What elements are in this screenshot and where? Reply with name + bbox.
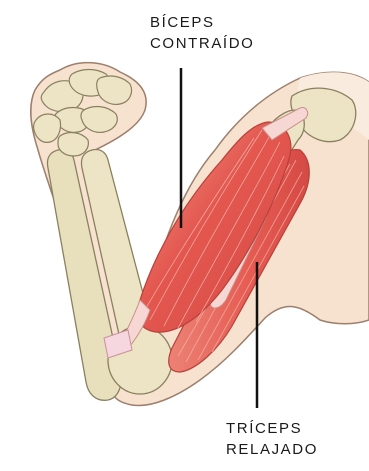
biceps-label-line1: BÍCEPS bbox=[150, 12, 254, 33]
triceps-label: TRÍCEPS RELAJADO bbox=[226, 418, 318, 460]
triceps-label-line1: TRÍCEPS bbox=[226, 418, 318, 439]
biceps-label-line2: CONTRAÍDO bbox=[150, 33, 254, 54]
biceps-label: BÍCEPS CONTRAÍDO bbox=[150, 12, 254, 54]
triceps-label-line2: RELAJADO bbox=[226, 439, 318, 460]
